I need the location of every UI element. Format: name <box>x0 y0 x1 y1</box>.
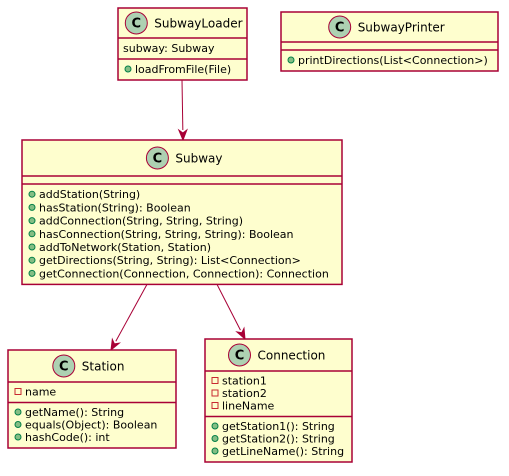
public-visibility-icon <box>14 421 22 428</box>
arrowhead-icon <box>235 326 246 341</box>
relation-line <box>181 79 184 131</box>
class-name: SubwayLoader <box>154 17 242 31</box>
class-badge-icon <box>328 15 352 39</box>
public-visibility-icon <box>14 408 22 416</box>
class-name: Subway <box>175 152 222 166</box>
arrowhead-icon <box>110 337 122 352</box>
class-badge-icon <box>228 343 251 367</box>
private-visibility-icon <box>14 388 22 395</box>
method: addToNetwork(Station, Station) <box>39 241 211 254</box>
class-badge-letter: C <box>132 17 142 32</box>
method: loadFromFile(File) <box>135 63 231 76</box>
class-badge-letter: C <box>153 152 163 167</box>
attribute: station2 <box>222 387 267 400</box>
relation-line <box>115 284 148 342</box>
method: printDirections(List<Connection>) <box>298 54 488 67</box>
public-visibility-icon <box>124 65 132 73</box>
public-visibility-icon <box>28 203 36 211</box>
public-visibility-icon <box>14 433 22 441</box>
public-visibility-icon <box>211 422 219 430</box>
method: addStation(String) <box>39 188 140 201</box>
arrowhead-icon <box>177 128 188 142</box>
method: addConnection(String, String, String) <box>39 215 243 228</box>
class-badge-icon <box>145 146 169 170</box>
public-visibility-icon <box>28 269 36 277</box>
relation-subway-to-connection <box>216 284 246 341</box>
class-name: SubwayPrinter <box>358 21 445 35</box>
classes: C SubwayLoader subway: Subway loadFromFile(… <box>7 7 499 463</box>
relations <box>110 79 246 352</box>
public-visibility-icon <box>28 217 36 225</box>
public-visibility-icon <box>287 56 295 64</box>
class-subway: C Subway addStation(String)hasStation(Stri… <box>21 139 343 286</box>
public-visibility-icon <box>211 435 219 442</box>
method: hasStation(String): Boolean <box>39 201 191 214</box>
public-visibility-icon <box>28 256 36 264</box>
class-badge-icon <box>52 354 76 378</box>
method: getConnection(Connection, Connection): C… <box>39 267 329 280</box>
attribute: name <box>25 386 56 399</box>
private-visibility-icon <box>211 402 219 409</box>
method: getDirections(String, String): List<Conn… <box>39 254 301 267</box>
public-visibility-icon <box>28 230 36 238</box>
class-box <box>21 139 343 286</box>
public-visibility-icon <box>211 447 219 455</box>
class-subway-printer: C SubwayPrinter printDirections(List<Conne… <box>280 11 499 72</box>
class-station: C Station name getName(): Stringequals(Obje… <box>7 349 177 449</box>
method: getStation1(): String <box>222 420 335 433</box>
attribute: subway: Subway <box>123 42 215 55</box>
public-visibility-icon <box>28 190 36 198</box>
relation-subway-to-station <box>110 284 148 352</box>
private-visibility-icon <box>211 389 219 397</box>
class-name: Connection <box>258 349 326 363</box>
method: hashCode(): int <box>25 431 110 444</box>
method: getLineName(): String <box>222 445 344 458</box>
class-name: Station <box>82 360 125 374</box>
relation-subway-loader-to-subway <box>177 79 188 142</box>
method: hasConnection(String, String, String): B… <box>39 228 294 241</box>
class-badge-letter: C <box>59 360 69 375</box>
private-visibility-icon <box>211 377 219 384</box>
relation-line <box>216 284 241 331</box>
public-visibility-icon <box>28 243 36 251</box>
method: equals(Object): Boolean <box>25 419 157 432</box>
class-badge-letter: C <box>235 349 245 364</box>
method: getStation2(): String <box>222 433 335 446</box>
attribute: lineName <box>222 400 275 413</box>
class-subway-loader: C SubwayLoader subway: Subway loadFromFile(… <box>117 7 248 81</box>
method: getName(): String <box>25 406 124 419</box>
class-box <box>7 349 177 449</box>
attribute: station1 <box>222 375 267 388</box>
class-badge-letter: C <box>335 21 345 36</box>
class-badge-icon <box>124 11 148 35</box>
